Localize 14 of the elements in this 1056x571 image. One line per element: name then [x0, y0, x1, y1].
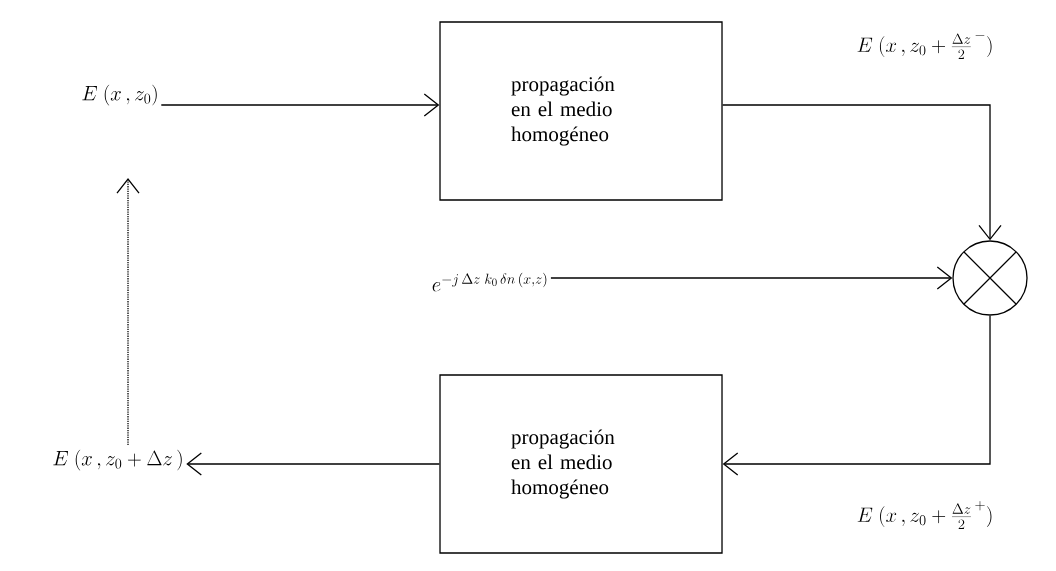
formula-label: $E\ (x\,, z_0)$	[82, 84, 157, 106]
arrow	[722, 104, 1002, 241]
edge-label: $E\ (x\,, z_0+\frac{\Delta z}{2}^{\,+})$	[854, 499, 996, 531]
process-box: propagación en el medio homogéneo	[439, 374, 723, 554]
arrow	[186, 452, 440, 476]
formula-label: $e^{-j\,\Delta z\;k_0\,\delta n\,(x,z)}$	[432, 272, 547, 292]
arrow	[160, 93, 440, 117]
arrow	[550, 266, 953, 290]
arrow	[722, 315, 991, 476]
process-box: propagación en el medio homogéneo	[439, 21, 723, 201]
edge-label: $E\ (x\,, z_0+\frac{\Delta z}{2}^{\,-})$	[854, 29, 996, 61]
formula-label: $E\ (x\,, z_0+\Delta z\,)$	[53, 449, 182, 471]
arrow	[116, 178, 140, 446]
multiplier-circle	[952, 240, 1028, 316]
